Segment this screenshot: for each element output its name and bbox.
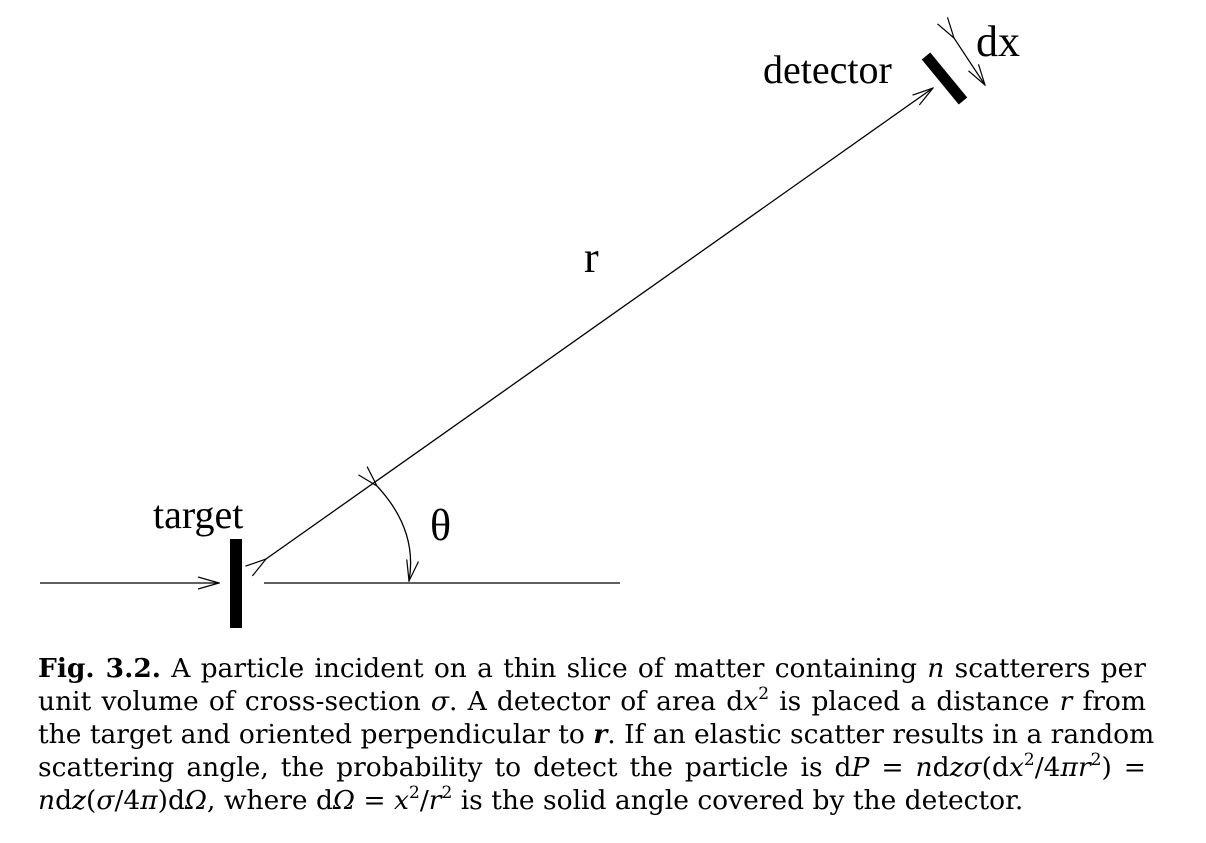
scattering-diagram: detector dx r target θ: [40, 0, 1020, 628]
dx-label: dx: [976, 17, 1020, 66]
detector-bar: [921, 52, 968, 105]
figure-caption: Fig. 3.2. A particle incident on a thin …: [38, 653, 1155, 816]
detector-label: detector: [763, 47, 892, 92]
theta-angle-arc: [377, 486, 411, 581]
dx-arrow: [954, 38, 985, 85]
figure-number: Fig. 3.2.: [38, 653, 161, 684]
theta-label: θ: [430, 501, 451, 550]
target-label: target: [153, 492, 243, 537]
target-slab: [230, 539, 242, 628]
r-vector-arrow: [266, 88, 933, 559]
r-label: r: [584, 233, 599, 282]
